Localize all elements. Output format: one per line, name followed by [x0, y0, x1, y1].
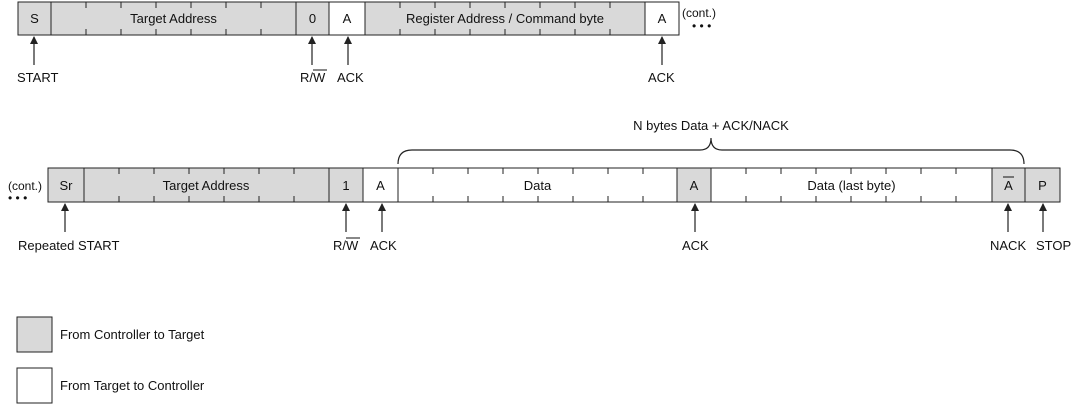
target-address-2-label: Target Address: [163, 178, 250, 193]
repeated-start-annotation: Repeated START: [18, 238, 119, 253]
rw-bit-cell-2: [328, 167, 364, 203]
legend-controller-swatch: [16, 316, 53, 353]
row2-arrows: [61, 203, 1047, 232]
ellipsis-row1: • • •: [692, 19, 711, 33]
ack-annotation-4: ACK: [682, 238, 709, 253]
rw2-w-text: W: [346, 238, 359, 253]
row1-frame: S Target Address 0 A Register: [17, 1, 716, 36]
start-annotation: START: [17, 70, 58, 85]
target-address-2-bit-ticks: [118, 168, 295, 202]
repeated-start-label: Sr: [60, 178, 74, 193]
stop-cell-label: P: [1038, 178, 1047, 193]
data-label: Data: [524, 178, 552, 193]
data-bit-ticks: [432, 168, 644, 202]
rw2-r-text: R/: [333, 238, 346, 253]
stop-cell: [1024, 167, 1061, 203]
legend-target-label: From Target to Controller: [60, 378, 205, 393]
brace-label: N bytes Data + ACK/NACK: [633, 118, 789, 133]
data-last-bit-ticks: [745, 168, 957, 202]
ack-annotation-2: ACK: [648, 70, 675, 85]
target-address-cell: [50, 1, 297, 36]
ack-cell-2-label: A: [658, 11, 667, 26]
row2-frame: (cont.) • • • Sr Target Address 1 A: [8, 167, 1061, 205]
rw-w-text: W: [313, 70, 326, 85]
ack-cell-3-label: A: [376, 178, 385, 193]
ack-cell-3: [362, 167, 399, 203]
row1-arrows: [30, 36, 666, 65]
register-address-bit-ticks: [399, 2, 611, 35]
cont-label-row1: (cont.): [682, 6, 716, 20]
rw-bit-label: 0: [309, 11, 316, 26]
row2-annotations: Repeated START R/W ACK ACK NACK STOP: [18, 237, 1071, 253]
ack-cell-1-label: A: [343, 11, 352, 26]
legend-target-swatch: [16, 367, 53, 404]
ack-cell-4-label: A: [690, 178, 699, 193]
ack-cell-1: [328, 1, 366, 36]
ack-annotation-3: ACK: [370, 238, 397, 253]
rw-bit-2-label: 1: [342, 178, 349, 193]
data-last-label: Data (last byte): [807, 178, 895, 193]
ack-annotation-1: ACK: [337, 70, 364, 85]
repeated-start-cell: [47, 167, 85, 203]
legend-controller-label: From Controller to Target: [60, 327, 205, 342]
ellipsis-row2: • • •: [8, 191, 27, 205]
target-address-label: Target Address: [130, 11, 217, 26]
stop-annotation: STOP: [1036, 238, 1071, 253]
rw-r-text: R/: [300, 70, 313, 85]
nack-annotation: NACK: [990, 238, 1026, 253]
rw-bit-cell: [295, 1, 330, 36]
register-address-label: Register Address / Command byte: [406, 11, 604, 26]
start-cell-label: S: [30, 11, 39, 26]
start-cell: [17, 1, 52, 36]
rw-annotation-2: R/W: [333, 238, 359, 253]
data-bytes-brace: N bytes Data + ACK/NACK: [397, 118, 1025, 165]
target-address-bit-ticks: [85, 2, 262, 35]
ack-cell-4: [676, 167, 712, 203]
ack-cell-2: [644, 1, 680, 36]
legend: From Controller to Target From Target to…: [16, 316, 205, 404]
target-address-cell-2: [83, 167, 330, 203]
cont-label-row2: (cont.): [8, 179, 42, 193]
nack-cell-label: A: [1004, 178, 1013, 193]
rw-annotation: R/W: [300, 70, 326, 85]
row1-annotations: START R/W ACK ACK: [17, 69, 675, 85]
